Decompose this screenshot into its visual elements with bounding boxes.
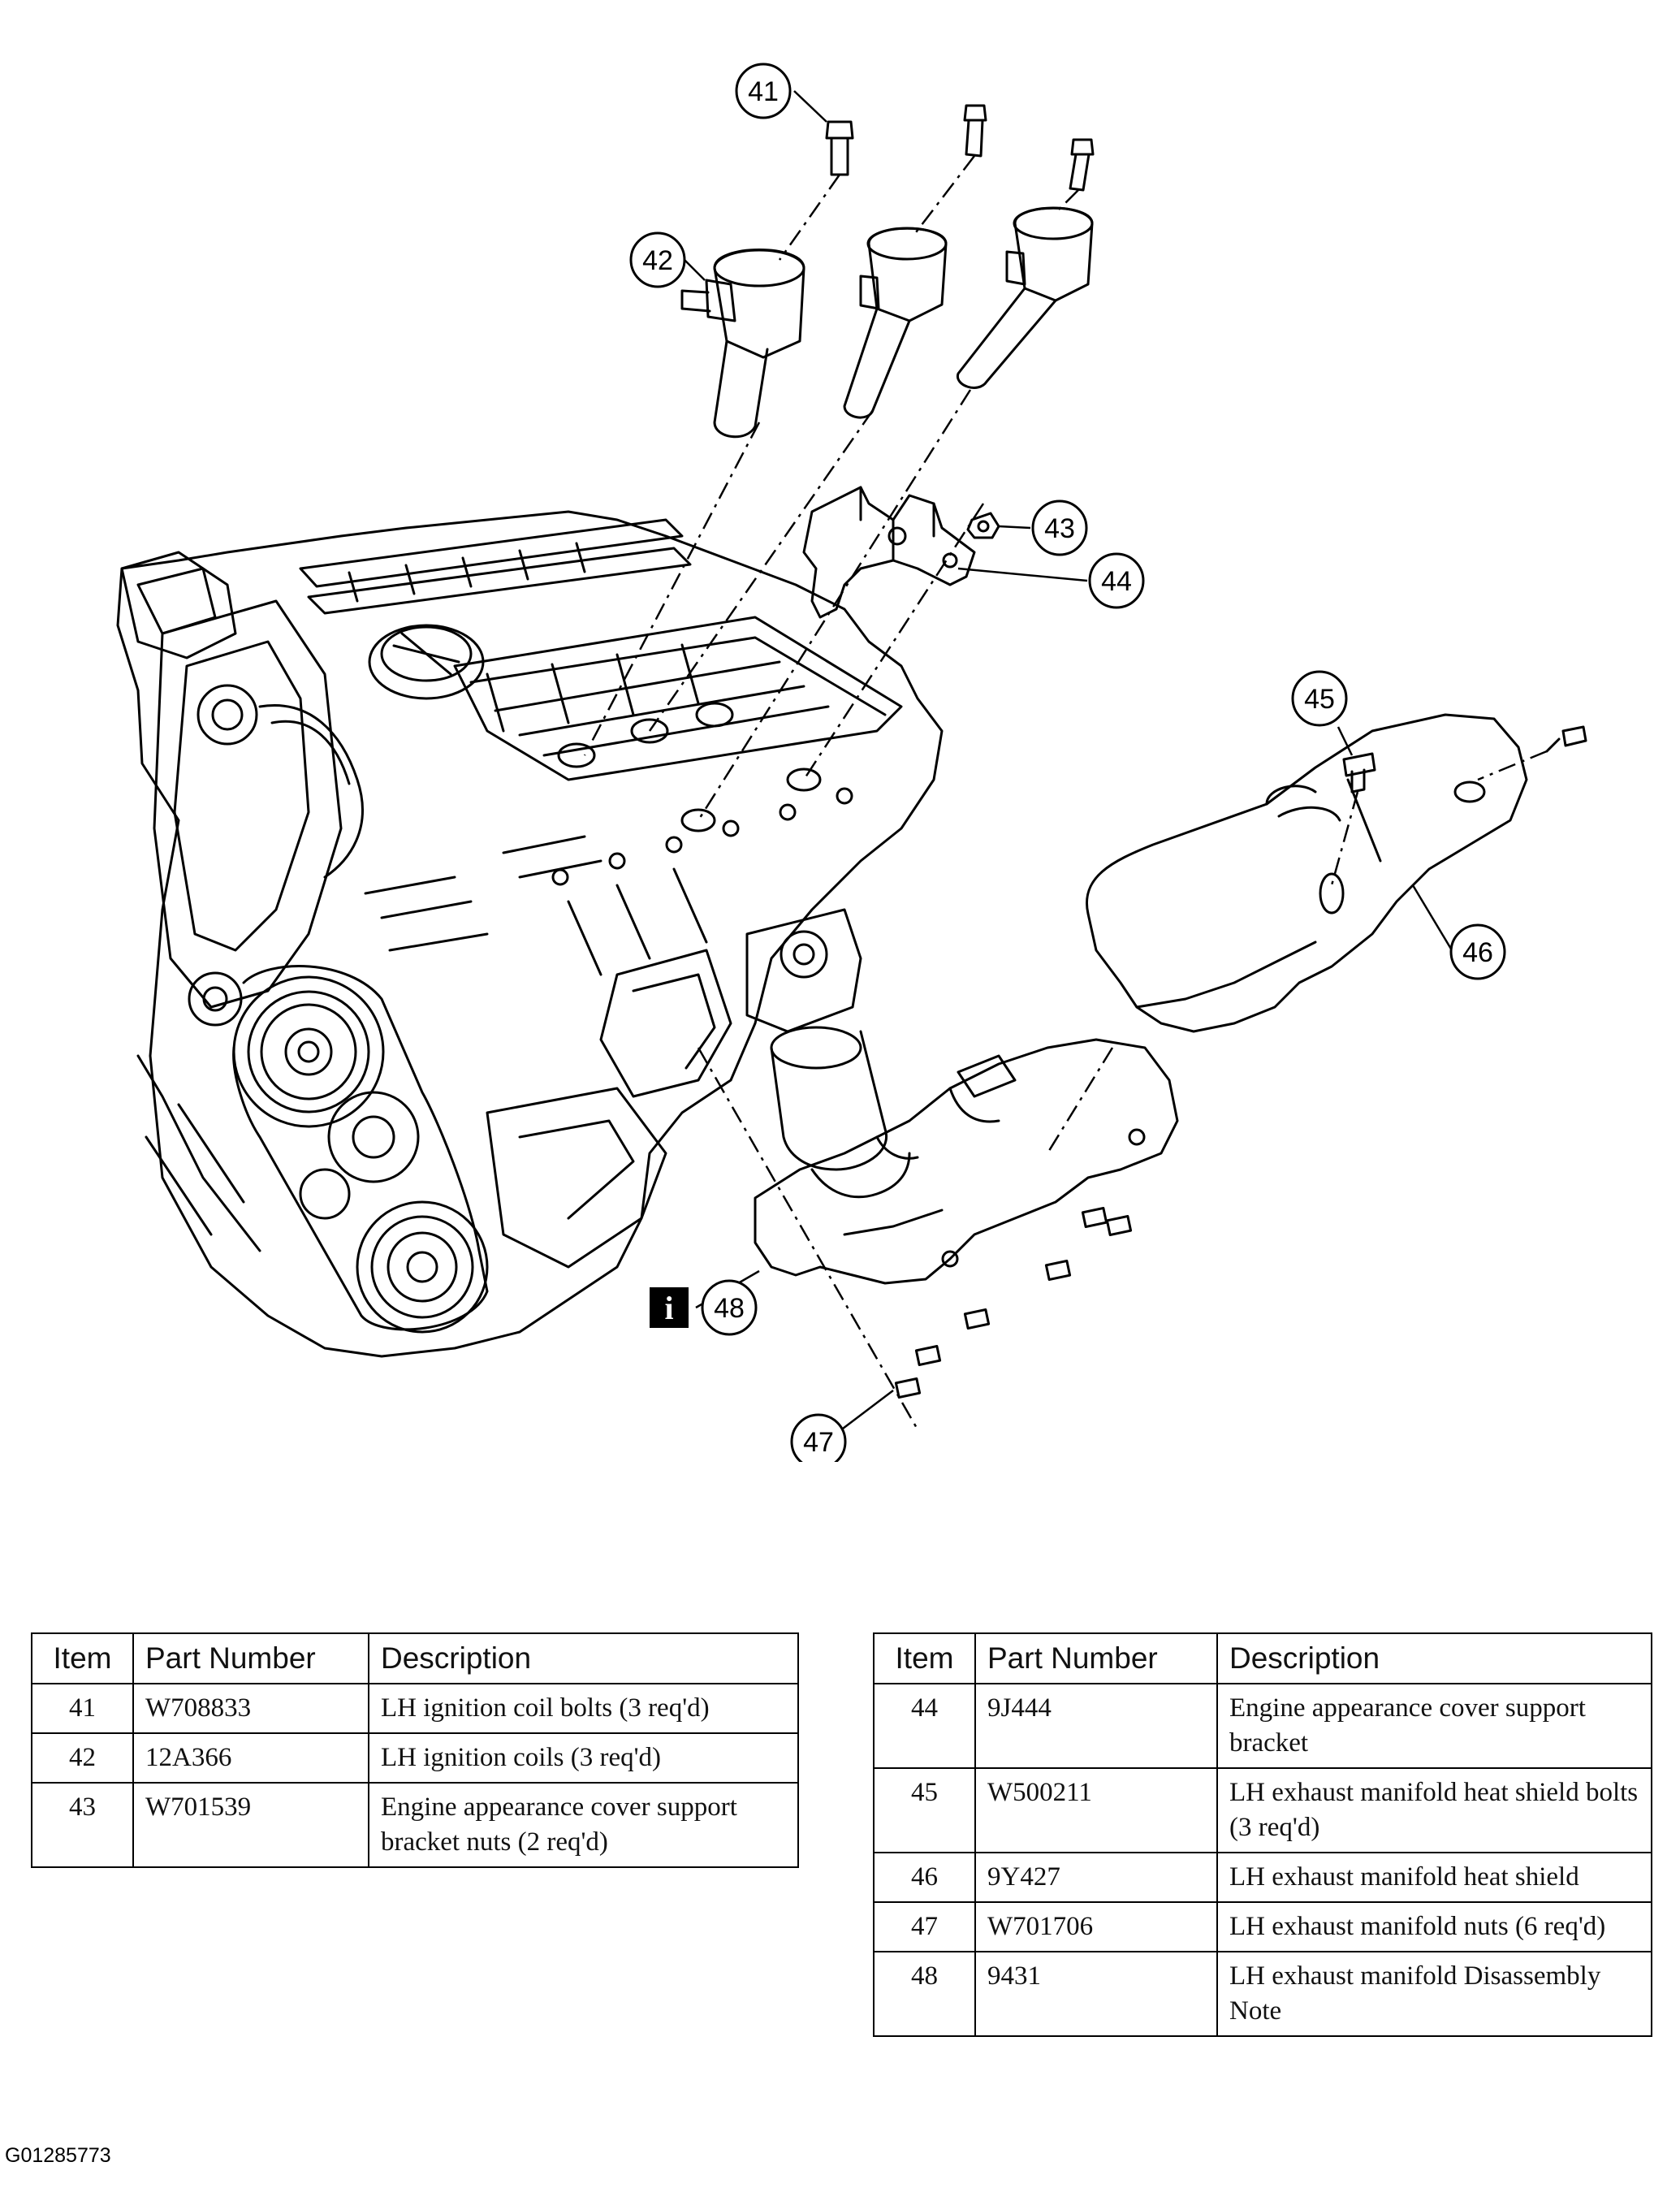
callout-47: 47 [790,1413,847,1462]
svg-text:44: 44 [1101,566,1132,597]
tensioner-pulley [327,1091,420,1183]
description-cell: LH exhaust manifold heat shield [1216,1852,1652,1903]
header-part-number: Part Number [132,1632,369,1684]
header-description: Description [1216,1632,1652,1684]
table-row: 43 W701539 Engine appearance cover suppo… [31,1782,799,1868]
description-cell: LH ignition coil bolts (3 req'd) [368,1683,799,1734]
header-item: Item [31,1632,134,1684]
header-part-number: Part Number [974,1632,1218,1684]
table-row: 42 12A366 LH ignition coils (3 req'd) [31,1732,799,1784]
table-row: 46 9Y427 LH exhaust manifold heat shield [873,1852,1652,1903]
header-item: Item [873,1632,976,1684]
bracket-nut-43 [966,512,1000,539]
ignition-coil-3 [957,206,1094,389]
svg-text:43: 43 [1044,513,1075,544]
item-cell: 43 [31,1782,134,1868]
exhaust-heat-shield-46 [1086,713,1528,1033]
coil-bolt-3 [1069,138,1095,192]
ignition-coil-42 [680,249,805,439]
oil-filter-adapter [745,908,862,1033]
part-number-cell: 9Y427 [974,1852,1218,1903]
ac-compressor-pulley [356,1200,489,1334]
coil-bolt-41 [825,120,854,176]
item-cell: 48 [873,1951,976,2037]
description-cell: LH exhaust manifold Disassembly Note [1216,1951,1652,2037]
table-row: 47 W701706 LH exhaust manifold nuts (6 r… [873,1901,1652,1952]
exploded-engine-diagram: 41 42 43 44 45 46 47 48 i [116,63,1587,1462]
engine-block [116,510,944,1358]
part-number-cell: W701539 [132,1782,369,1868]
coil-bolt-2 [963,104,987,158]
crank-pulley [232,975,385,1128]
heat-shield-bolt-2 [1545,725,1587,753]
item-cell: 46 [873,1852,976,1903]
idler-pulley [188,971,243,1027]
manifold-nuts-47 [894,1206,1133,1399]
part-number-cell: 12A366 [132,1732,369,1784]
table-row: 45 W500211 LH exhaust manifold heat shie… [873,1767,1652,1853]
item-cell: 47 [873,1901,976,1952]
table-header-row: Item Part Number Description [873,1632,1652,1684]
svg-text:47: 47 [803,1427,834,1458]
callout-41: 41 [735,63,792,119]
exhaust-manifold-48 [754,1038,1179,1285]
item-cell: 44 [873,1683,976,1769]
description-cell: LH exhaust manifold heat shield bolts (3… [1216,1767,1652,1853]
svg-text:i: i [664,1290,673,1326]
description-cell: Engine appearance cover support bracket … [368,1782,799,1868]
item-cell: 42 [31,1732,134,1784]
ignition-coil-2 [843,227,948,419]
table-row: 44 9J444 Engine appearance cover support… [873,1683,1652,1769]
callout-48: 48 [701,1279,758,1336]
heat-shield-bolt-45 [1342,752,1376,793]
table-row: 41 W708833 LH ignition coil bolts (3 req… [31,1683,799,1734]
svg-text:42: 42 [642,245,673,276]
parts-table-left: Item Part Number Description 41 W708833 … [31,1632,799,1868]
svg-text:46: 46 [1462,937,1493,968]
description-cell: LH ignition coils (3 req'd) [368,1732,799,1784]
callout-44: 44 [1088,552,1145,609]
svg-text:48: 48 [714,1293,745,1324]
figure-code: G01285773 [5,2144,111,2167]
description-cell: LH exhaust manifold nuts (6 req'd) [1216,1901,1652,1952]
svg-text:45: 45 [1304,684,1335,715]
part-number-cell: W500211 [974,1767,1218,1853]
info-icon: i [650,1287,689,1328]
part-number-cell: W701706 [974,1901,1218,1952]
table-row: 48 9431 LH exhaust manifold Disassembly … [873,1951,1652,2037]
item-cell: 45 [873,1767,976,1853]
callout-46: 46 [1449,923,1506,980]
appearance-cover-bracket-44 [802,486,976,619]
callout-45: 45 [1291,670,1348,727]
callout-43: 43 [1031,499,1088,556]
header-description: Description [368,1632,799,1684]
callout-42: 42 [629,231,686,288]
oil-filter [770,1026,888,1171]
part-number-cell: 9431 [974,1951,1218,2037]
item-cell: 41 [31,1683,134,1734]
table-header-row: Item Part Number Description [31,1632,799,1684]
parts-table-right: Item Part Number Description 44 9J444 En… [873,1632,1652,2037]
description-cell: Engine appearance cover support bracket [1216,1683,1652,1769]
callout-leaders [684,90,1453,1434]
part-number-cell: 9J444 [974,1683,1218,1769]
part-number-cell: W708833 [132,1683,369,1734]
svg-text:41: 41 [748,76,779,107]
alignment-centerlines [583,155,1548,1430]
